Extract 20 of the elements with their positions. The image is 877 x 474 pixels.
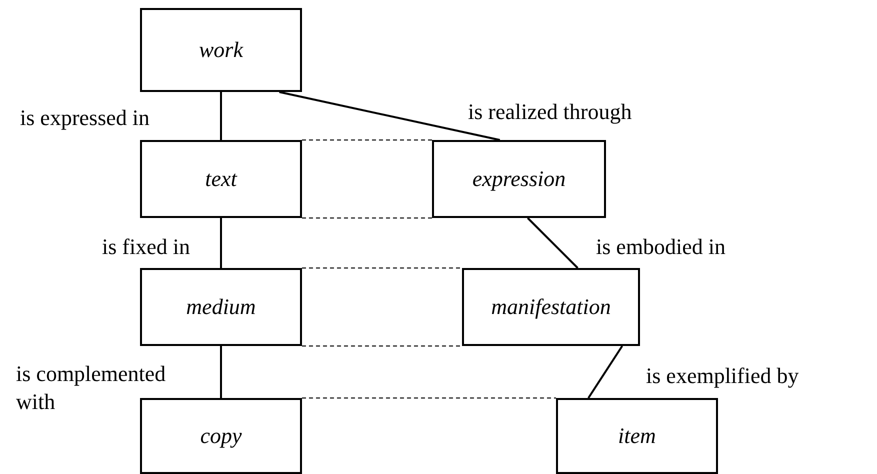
entity-name: copy (200, 423, 242, 449)
entity-box (140, 140, 302, 218)
connector-line (588, 345, 624, 399)
entity-name: expression (472, 166, 566, 192)
entity-name: text (205, 166, 237, 192)
entity-box (140, 268, 302, 346)
entity-box (432, 140, 606, 218)
entity-box (462, 268, 640, 346)
connector-line (279, 91, 500, 141)
connector-line (220, 218, 222, 268)
entity-box (556, 398, 718, 474)
entity-box (140, 398, 302, 474)
connector-line (527, 217, 578, 269)
entity-name: medium (186, 294, 256, 320)
entity-name: manifestation (491, 294, 611, 320)
entity-name: work (199, 37, 243, 63)
entity-box (140, 8, 302, 92)
entity-name: item (618, 423, 656, 449)
connector-line (220, 346, 222, 398)
connector-line (220, 92, 222, 140)
